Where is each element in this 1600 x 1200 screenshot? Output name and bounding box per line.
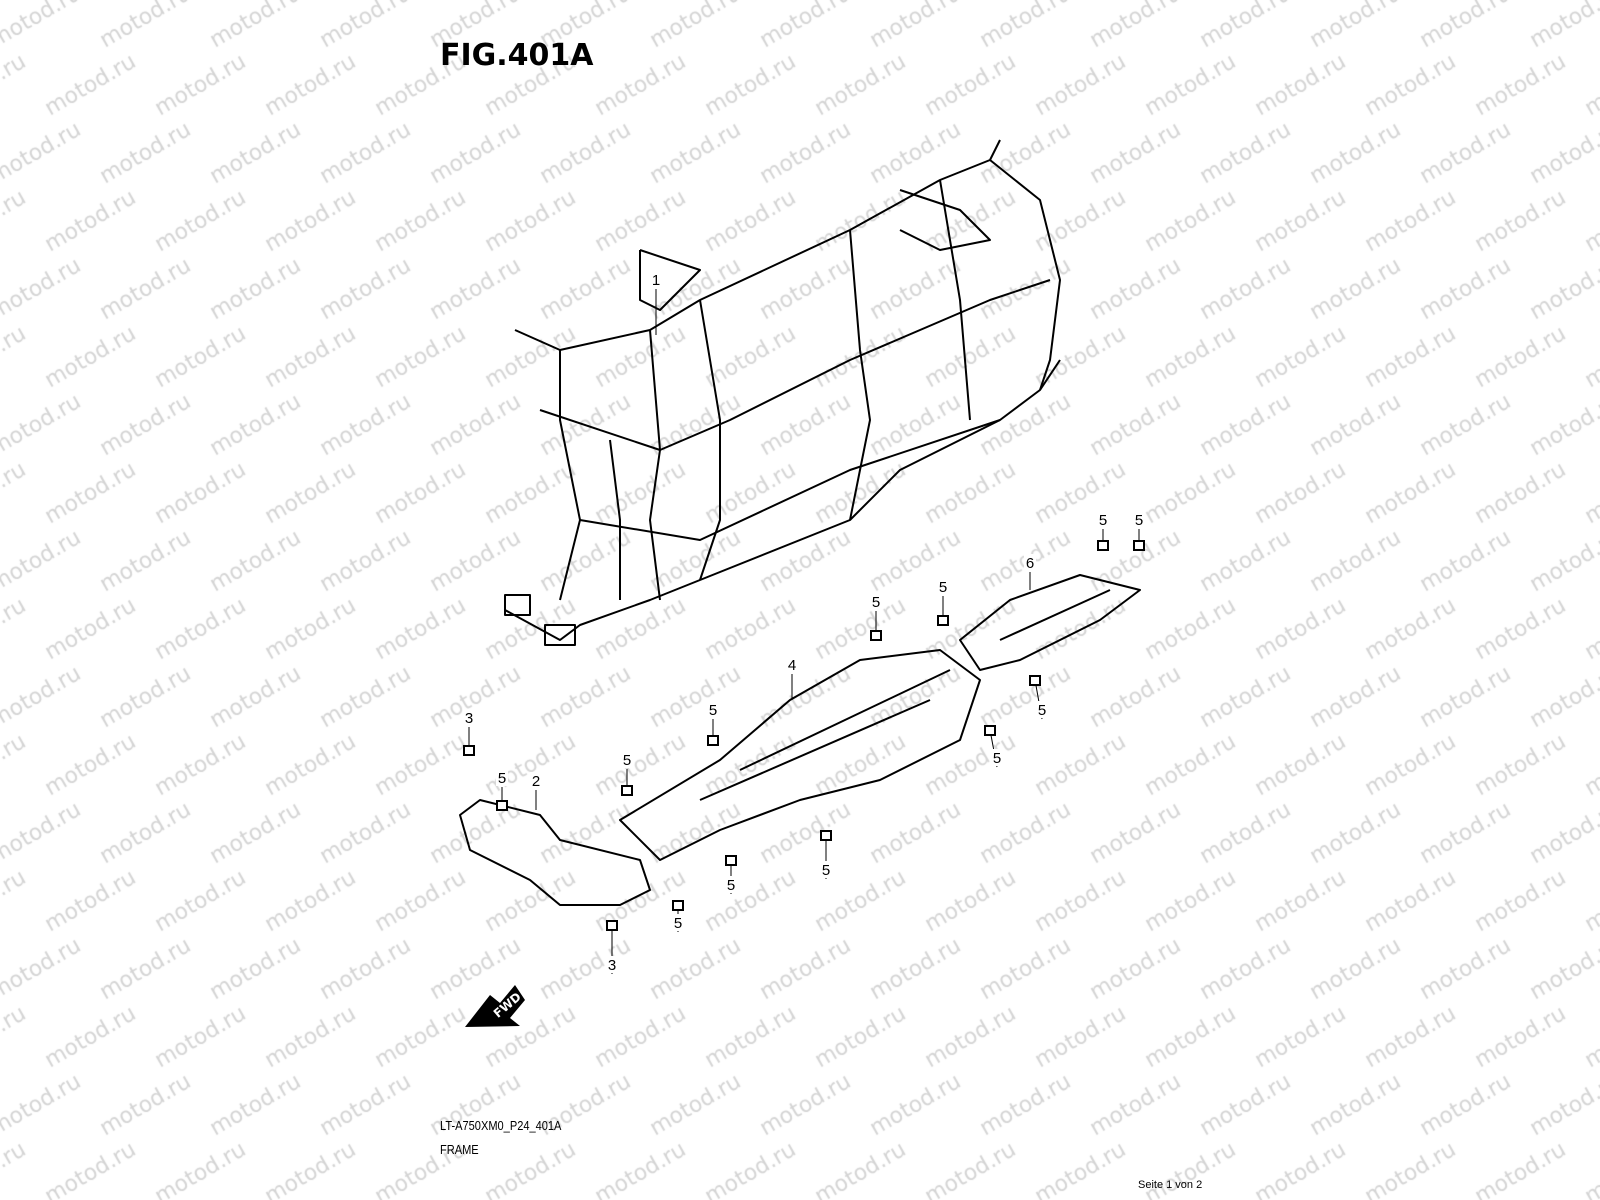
callout-ref-2: 2: [532, 773, 540, 790]
callout-ref-5: 5: [674, 915, 682, 932]
callout-ref-4: 4: [788, 657, 796, 674]
callout-background: [1024, 554, 1036, 571]
callout-ref-5: 5: [498, 770, 506, 787]
skid-plate-drawing: [459, 574, 1141, 906]
bolt-icon: [621, 785, 633, 796]
callout-background: [820, 861, 832, 878]
callout-background: [725, 876, 737, 893]
callout-ref-5: 5: [1135, 512, 1143, 529]
bolt-icon: [672, 900, 684, 911]
fwd-arrow: FWD: [465, 985, 525, 1027]
callout-ref-5: 5: [623, 752, 631, 769]
arrow-icon: [465, 985, 525, 1027]
callout-background: [786, 656, 798, 673]
page-indicator: Seite 1 von 2: [1138, 1179, 1203, 1191]
callout-background: [496, 769, 508, 786]
figure-caption: FRAME: [440, 1142, 479, 1157]
callout-background: [672, 914, 684, 931]
callout-background: [530, 772, 542, 789]
callout-background: [1133, 511, 1145, 528]
callout-ref-3: 3: [465, 710, 473, 727]
callout-background: [870, 593, 882, 610]
nut-icon: [463, 745, 475, 756]
callout-ref-3: 3: [608, 957, 616, 974]
callout-background: [707, 701, 719, 718]
bolt-icon: [707, 735, 719, 746]
callout-ref-5: 5: [872, 594, 880, 611]
drawing-code: LT-A750XM0_P24_401A: [440, 1118, 562, 1133]
callout-group: 1 6 5 5 5 5 4 5 5 5 3 5 5 2 5 5 5 3: [463, 271, 1145, 974]
bolt-icon: [820, 830, 832, 841]
figure-title: FIG.401A: [440, 38, 594, 73]
bolt-icon: [937, 615, 949, 626]
callout-background: [991, 749, 1003, 766]
bolt-icon: [1133, 540, 1145, 551]
callout-ref-5: 5: [727, 877, 735, 894]
callout-ref-5: 5: [709, 702, 717, 719]
callout-ref-5: 5: [939, 579, 947, 596]
callout-ref-6: 6: [1026, 555, 1034, 572]
callout-ref-5: 5: [1038, 702, 1046, 719]
callout-background: [621, 751, 633, 768]
callout-background: [463, 709, 475, 726]
callout-ref-1: 1: [652, 272, 660, 289]
callout-background: [1036, 701, 1048, 718]
callout-background: [937, 578, 949, 595]
callout-background: [606, 956, 618, 973]
bolt-icon: [725, 855, 737, 866]
bolt-icon: [1097, 540, 1109, 551]
callout-background: [650, 271, 662, 288]
bolt-icon: [496, 800, 508, 811]
callout-ref-5: 5: [1099, 512, 1107, 529]
callout-background: [1097, 511, 1109, 528]
bolt-icon: [870, 630, 882, 641]
nut-icon: [606, 920, 618, 931]
callout-ref-5: 5: [822, 862, 830, 879]
bolt-icon: [1029, 675, 1041, 686]
bolt-icon: [984, 725, 996, 736]
callout-ref-5: 5: [993, 750, 1001, 767]
frame-drawing: [504, 139, 1061, 646]
